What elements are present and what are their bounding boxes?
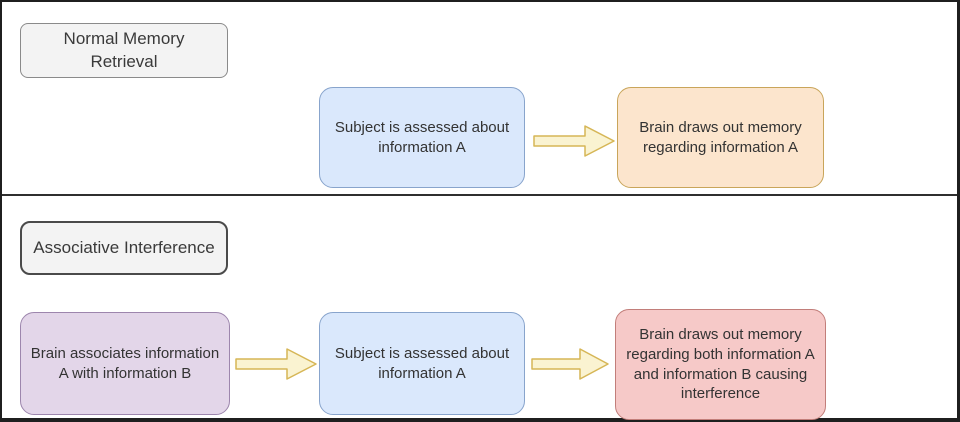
right-arrow-icon — [531, 348, 609, 380]
node-subject-assessed-row2: Subject is assessed about information A — [319, 312, 525, 415]
right-arrow-icon — [533, 125, 615, 157]
node-brain-draws-memory-a-b-interference: Brain draws out memory regarding both in… — [615, 309, 826, 420]
right-arrow-icon — [235, 348, 317, 380]
flow-arrow-row2-left — [235, 345, 319, 383]
flow-arrow-row2-right — [531, 345, 611, 383]
section-divider — [2, 194, 957, 196]
node-brain-draws-memory-a: Brain draws out memory regarding informa… — [617, 87, 824, 188]
node-subject-assessed-row1: Subject is assessed about information A — [319, 87, 525, 188]
flow-arrow-row1 — [533, 122, 617, 160]
section-label-associative-interference: Associative Interference — [20, 221, 228, 275]
node-brain-associates-a-b: Brain associates information A with info… — [20, 312, 230, 415]
section-label-normal-memory-retrieval: Normal Memory Retrieval — [20, 23, 228, 78]
